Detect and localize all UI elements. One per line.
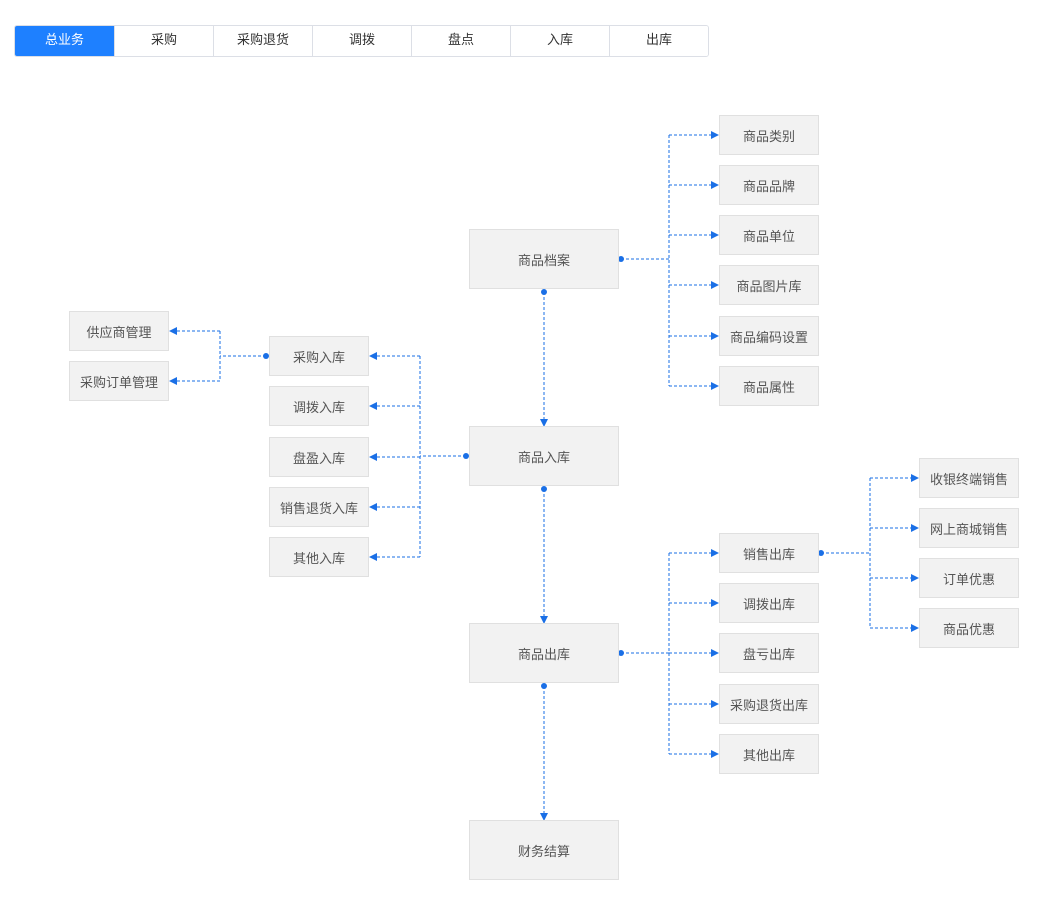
node-loss-outbound[interactable]: 盘亏出库: [719, 633, 819, 673]
node-surplus-inbound[interactable]: 盘盈入库: [269, 437, 369, 477]
tab-transfer[interactable]: 调拨: [312, 26, 411, 56]
node-purchase-return-outbound[interactable]: 采购退货出库: [719, 684, 819, 724]
node-transfer-inbound[interactable]: 调拨入库: [269, 386, 369, 426]
node-sales-return-inbound[interactable]: 销售退货入库: [269, 487, 369, 527]
node-finance-settlement[interactable]: 财务结算: [469, 820, 619, 880]
tab-purchase[interactable]: 采购: [114, 26, 213, 56]
tab-general[interactable]: 总业务: [15, 26, 114, 56]
node-pos-sales[interactable]: 收银终端销售: [919, 458, 1019, 498]
archive-links-origin-dot: [618, 256, 624, 262]
node-product-outbound[interactable]: 商品出库: [469, 623, 619, 683]
outbound-links-origin-dot: [618, 650, 624, 656]
node-sales-outbound[interactable]: 销售出库: [719, 533, 819, 573]
main-flow-dot-1: [541, 486, 547, 492]
node-product-attribute[interactable]: 商品属性: [719, 366, 819, 406]
node-other-outbound[interactable]: 其他出库: [719, 734, 819, 774]
node-product-gallery[interactable]: 商品图片库: [719, 265, 819, 305]
node-order-discount[interactable]: 订单优惠: [919, 558, 1019, 598]
node-supplier-management[interactable]: 供应商管理: [69, 311, 169, 351]
inbound-links-origin-dot: [463, 453, 469, 459]
node-transfer-outbound[interactable]: 调拨出库: [719, 583, 819, 623]
main-flow-dot-0: [541, 289, 547, 295]
node-product-unit[interactable]: 商品单位: [719, 215, 819, 255]
node-product-inbound[interactable]: 商品入库: [469, 426, 619, 486]
purchase-inbound-links-origin-dot: [263, 353, 269, 359]
node-product-archive[interactable]: 商品档案: [469, 229, 619, 289]
node-product-code-setting[interactable]: 商品编码设置: [719, 316, 819, 356]
tab-purchase-return[interactable]: 采购退货: [213, 26, 312, 56]
node-product-discount[interactable]: 商品优惠: [919, 608, 1019, 648]
tab-stocktake[interactable]: 盘点: [411, 26, 510, 56]
tab-inbound[interactable]: 入库: [510, 26, 609, 56]
node-other-inbound[interactable]: 其他入库: [269, 537, 369, 577]
business-tabs: 总业务 采购 采购退货 调拨 盘点 入库 出库: [14, 25, 709, 57]
node-online-mall-sales[interactable]: 网上商城销售: [919, 508, 1019, 548]
node-product-brand[interactable]: 商品品牌: [719, 165, 819, 205]
tab-outbound[interactable]: 出库: [609, 26, 708, 56]
sales-outbound-links-origin-dot: [818, 550, 824, 556]
main-flow-dot-2: [541, 683, 547, 689]
node-product-category[interactable]: 商品类别: [719, 115, 819, 155]
node-purchase-order-management[interactable]: 采购订单管理: [69, 361, 169, 401]
node-purchase-inbound[interactable]: 采购入库: [269, 336, 369, 376]
